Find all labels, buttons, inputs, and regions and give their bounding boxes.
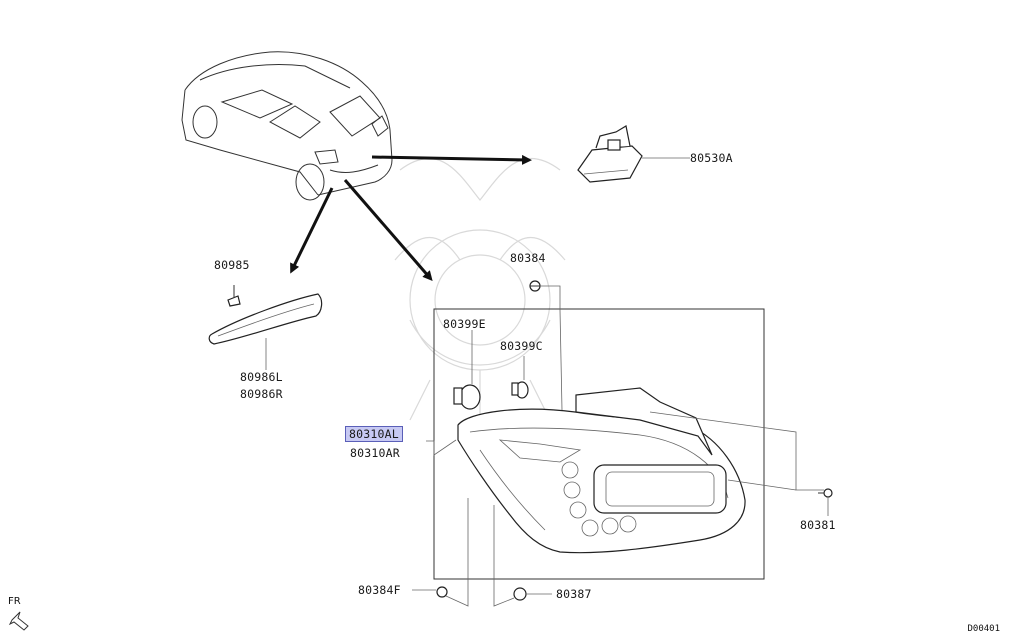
label-80986R[interactable]: 80986R — [240, 387, 283, 401]
arrow-to-tail-lamp — [343, 179, 433, 282]
leader-80387-v — [493, 505, 515, 607]
reflector-part[interactable] — [208, 293, 323, 345]
label-80310AL[interactable]: 80310AL — [345, 426, 403, 442]
label-80381[interactable]: 80381 — [800, 518, 836, 532]
clip-80387[interactable] — [513, 587, 527, 601]
leader-80384 — [540, 285, 563, 411]
front-label: FR — [8, 596, 21, 607]
label-80387[interactable]: 80387 — [556, 587, 592, 601]
label-80399E[interactable]: 80399E — [443, 317, 486, 331]
front-direction-icon — [8, 611, 29, 631]
arrow-to-reflector — [290, 187, 334, 274]
leader-80310 — [426, 439, 457, 456]
bulb-80399E[interactable] — [453, 384, 481, 410]
label-80985[interactable]: 80985 — [214, 258, 250, 272]
label-80399C[interactable]: 80399C — [500, 339, 543, 353]
label-80384[interactable]: 80384 — [510, 251, 546, 265]
license-lamp-part[interactable] — [577, 125, 643, 183]
leader-80381-top — [649, 411, 824, 491]
diagram-code: D00401 — [967, 624, 1000, 634]
label-80986L[interactable]: 80986L — [240, 370, 283, 384]
leader-80384F-v — [445, 498, 469, 607]
arrow-to-license-lamp — [371, 154, 532, 165]
bulb-80399C[interactable] — [511, 381, 529, 399]
tail-lamp-housing[interactable] — [457, 387, 746, 554]
label-80530A[interactable]: 80530A — [690, 151, 733, 165]
leader-80381-low — [727, 479, 797, 491]
car-outline — [181, 51, 393, 201]
nut-80384F[interactable] — [436, 586, 448, 598]
screw-80985[interactable] — [227, 285, 241, 307]
clip-80384[interactable] — [529, 280, 541, 292]
label-80384F[interactable]: 80384F — [358, 583, 401, 597]
screw-80381[interactable] — [818, 488, 833, 498]
label-80310AR[interactable]: 80310AR — [350, 446, 400, 460]
